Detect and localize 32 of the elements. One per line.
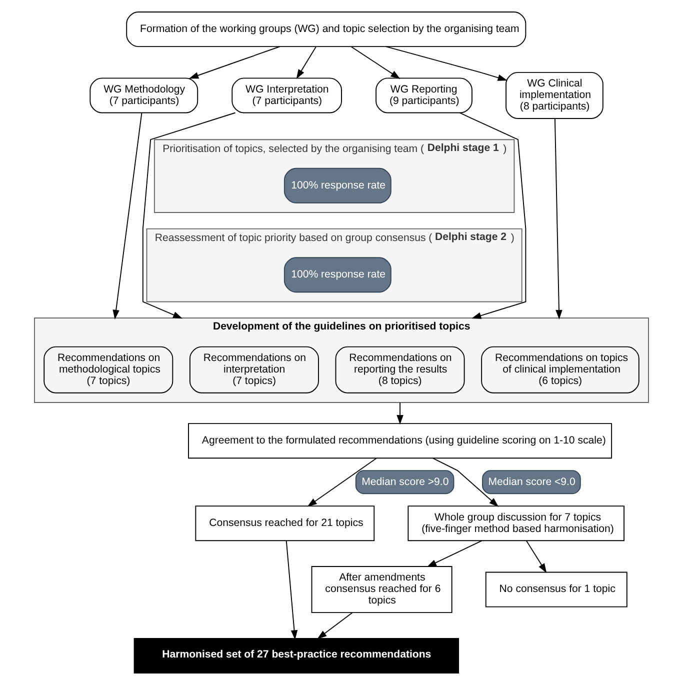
node-box: No consensus for 1 topic bbox=[485, 572, 628, 608]
node-box: Recommendations on reporting the results (8 topics) bbox=[335, 346, 465, 394]
edge-label: Median score >9.0 bbox=[362, 476, 449, 488]
node-box: Recommendations on interpretation (7 topics) bbox=[189, 346, 319, 394]
arrow bbox=[317, 612, 353, 640]
node-box: 100% response rate bbox=[284, 168, 392, 204]
arrow bbox=[286, 540, 298, 640]
node-box: WG Interpretation (7 participants) bbox=[232, 78, 342, 114]
arrow bbox=[350, 46, 400, 79]
node-box: Agreement to the formulated recommendations (using guideline scoring on 1-10 scale) bbox=[188, 423, 612, 459]
node-box: 100% response rate bbox=[284, 257, 392, 293]
arrow bbox=[188, 46, 280, 79]
node-box: Whole group discussion for 7 topics (five-finger method based harmonisation) bbox=[408, 506, 624, 542]
arrow bbox=[459, 112, 526, 319]
node-box: Recommendations on topics of clinical implementation (6 topics) bbox=[481, 346, 640, 394]
node-box: Consensus reached for 21 topics bbox=[195, 506, 375, 542]
arrow bbox=[142, 112, 236, 319]
arrow bbox=[396, 402, 404, 425]
arrow bbox=[296, 46, 316, 80]
edge-label: Median score <9.0 bbox=[488, 476, 576, 488]
arrow bbox=[385, 46, 508, 81]
node-box: WG Reporting (9 participants) bbox=[376, 78, 472, 114]
node-box: Formation of the working groups (WG) and topic selection by the organising team bbox=[126, 12, 526, 48]
arrow bbox=[426, 540, 482, 568]
node-box: WG Clinical implementation (8 participants) bbox=[506, 72, 604, 119]
node-box: After amendments consensus reached for 6 topics bbox=[311, 566, 452, 614]
node-box: Recommendations on methodological topics (7 topics) bbox=[44, 346, 174, 394]
arrow bbox=[554, 118, 562, 320]
node-box: Harmonised set of 27 best-practice recommendations bbox=[134, 638, 460, 674]
node-box: WG Methodology (7 participants) bbox=[90, 78, 198, 114]
arrow bbox=[112, 112, 142, 320]
arrow bbox=[526, 540, 547, 574]
